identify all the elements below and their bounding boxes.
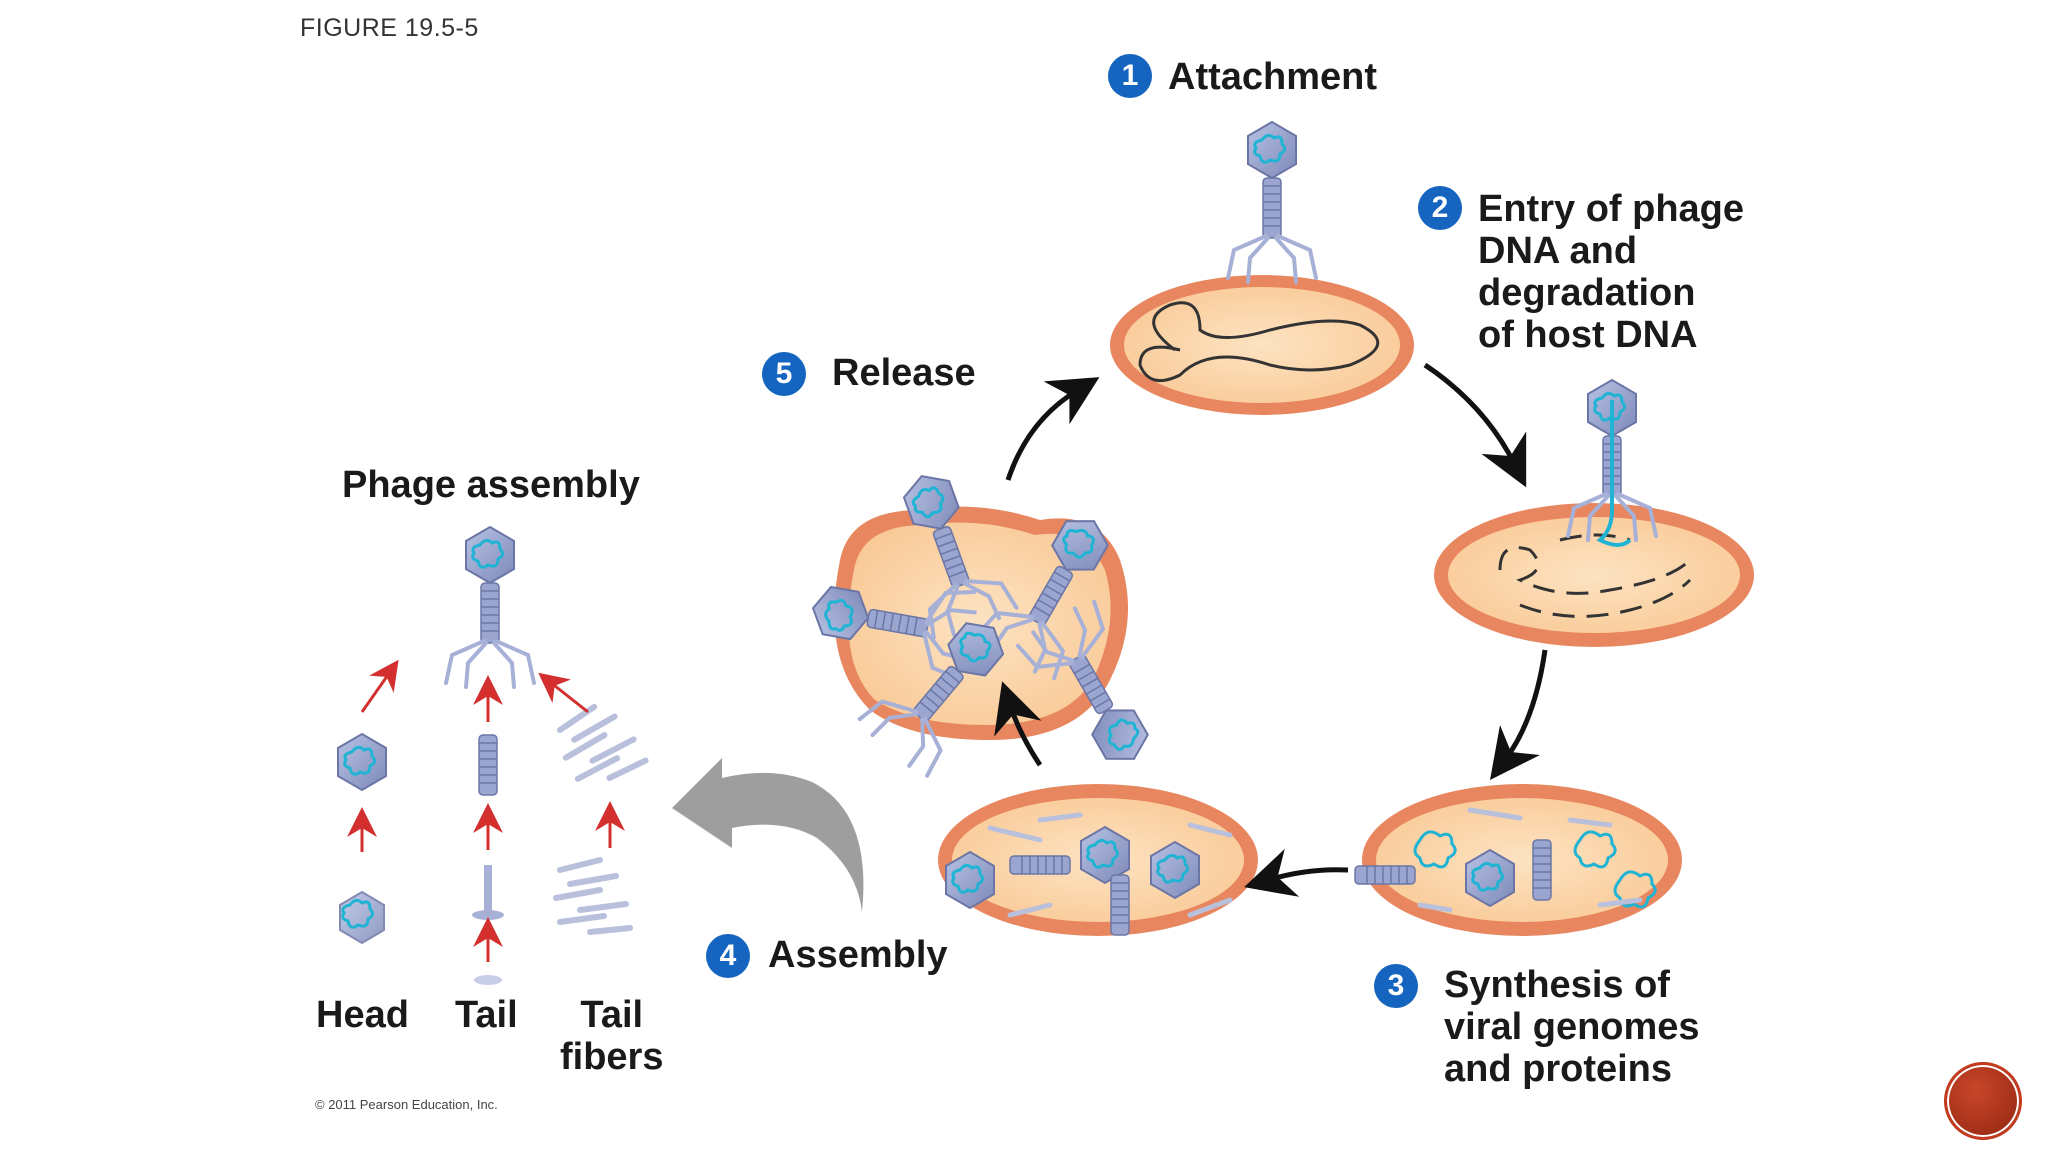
step-1-badge: 1 <box>1108 54 1152 98</box>
phage-assembly-title: Phage assembly <box>342 464 640 506</box>
step-3-label: Synthesis of viral genomes and proteins <box>1444 964 1700 1090</box>
nav-button[interactable] <box>1944 1062 2022 1140</box>
step-1-label: Attachment <box>1168 56 1378 98</box>
tail-label: Tail <box>455 994 518 1036</box>
cell-entry <box>1434 380 1754 647</box>
head-label: Head <box>316 994 409 1036</box>
red-assembly-arrows <box>347 659 625 962</box>
tail-fiber-parts <box>553 697 647 932</box>
cycle-arrows <box>994 362 1548 897</box>
assembly-arrow <box>672 758 864 912</box>
step-2-label: Entry of phage DNA and degradation of ho… <box>1478 188 1745 356</box>
cell-release <box>805 461 1172 781</box>
head-parts <box>336 732 388 945</box>
step-5-label: Release <box>832 352 976 394</box>
assembled-phage <box>446 527 534 687</box>
step-2-badge: 2 <box>1418 186 1462 230</box>
step-4-label: Assembly <box>768 934 948 976</box>
copyright-notice: © 2011 Pearson Education, Inc. <box>315 1097 498 1112</box>
figure-label: FIGURE 19.5-5 <box>300 14 479 42</box>
cell-synthesis <box>1354 784 1682 936</box>
cell-attachment <box>1110 122 1414 415</box>
step-3-badge: 3 <box>1374 964 1418 1008</box>
cell-assembly <box>938 784 1258 936</box>
tail-fibers-label: Tail fibers <box>560 994 664 1078</box>
step-4-badge: 4 <box>706 934 750 978</box>
step-5-badge: 5 <box>762 352 806 396</box>
